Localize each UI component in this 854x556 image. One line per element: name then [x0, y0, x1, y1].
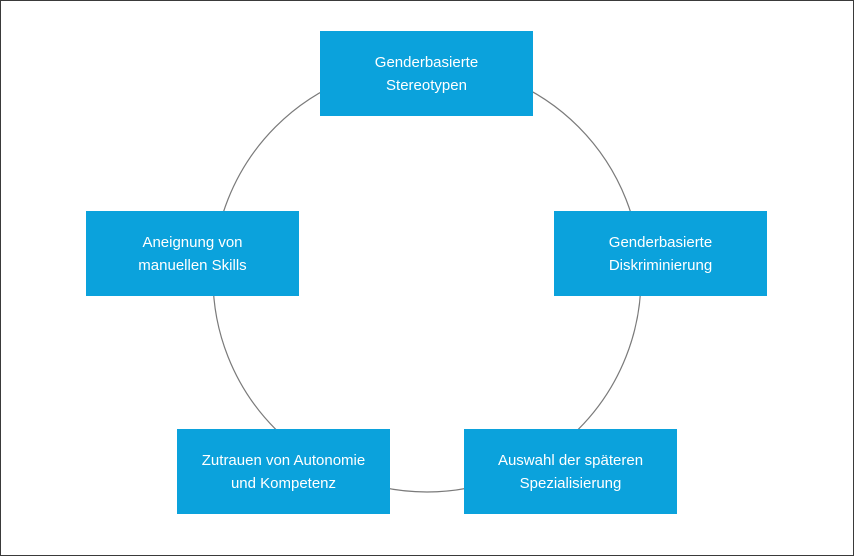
node-zutrauen-autonomie-kompetenz: Zutrauen von Autonomie und Kompetenz — [177, 429, 390, 514]
node-label-line2: Spezialisierung — [519, 474, 622, 492]
node-genderbasierte-diskriminierung: Genderbasierte Diskriminierung — [554, 211, 767, 296]
node-label-line1: Auswahl der späteren — [497, 451, 644, 469]
node-label-line2: Stereotypen — [386, 76, 467, 94]
node-label-line1: Genderbasierte — [374, 53, 479, 71]
node-label-line1: Genderbasierte — [608, 233, 713, 251]
node-label-line2: manuellen Skills — [138, 256, 247, 274]
node-aneignung-manuelle-skills: Aneignung von manuellen Skills — [86, 211, 299, 296]
node-auswahl-spezialisierung: Auswahl der späteren Spezialisierung — [464, 429, 677, 514]
node-label-line2: Diskriminierung — [608, 256, 713, 274]
node-label-line1: Zutrauen von Autonomie — [201, 451, 366, 469]
node-genderbasierte-stereotypen: Genderbasierte Stereotypen — [320, 31, 533, 116]
node-label-line2: und Kompetenz — [230, 474, 337, 492]
node-label-line1: Aneignung von — [142, 233, 243, 251]
